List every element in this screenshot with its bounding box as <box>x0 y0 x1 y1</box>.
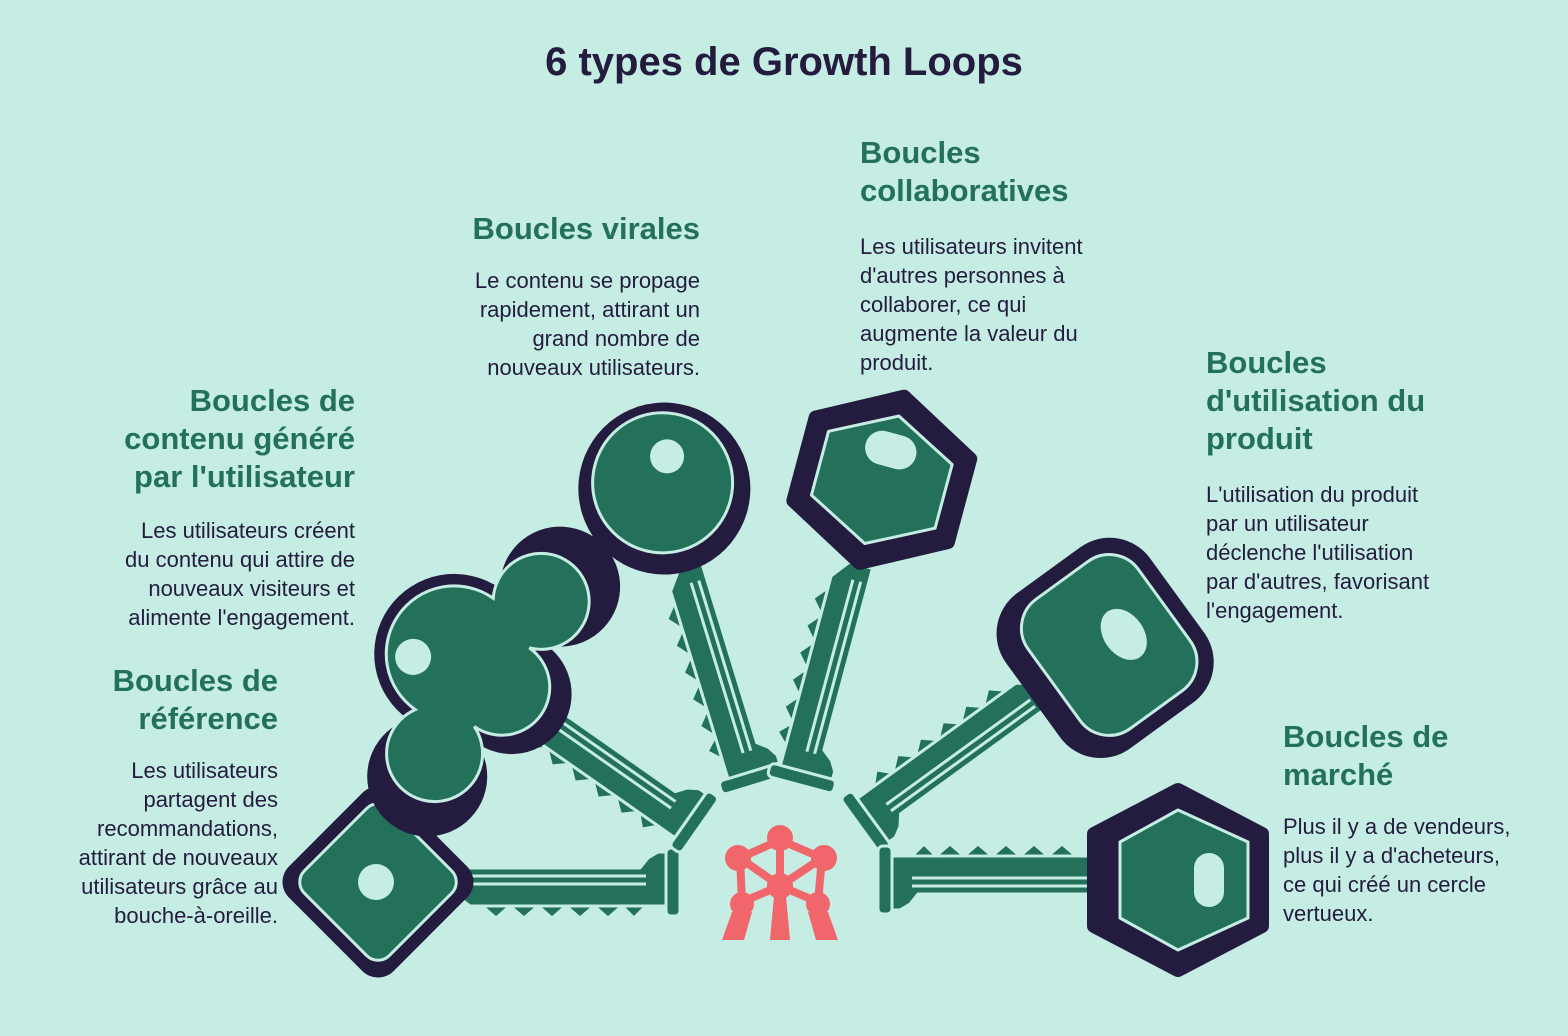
loop-viral-title: Boucles virales <box>472 211 700 246</box>
atomium-icon <box>722 825 838 940</box>
key-collab <box>763 389 978 796</box>
key-usage <box>837 537 1214 856</box>
key-market <box>876 783 1269 977</box>
key-ugc <box>367 526 722 857</box>
loop-market-text: Plus il y a de vendeurs,plus il y a d'ac… <box>1283 814 1511 926</box>
key-viral <box>578 402 790 798</box>
page-title: 6 types de Growth Loops <box>545 40 1023 84</box>
